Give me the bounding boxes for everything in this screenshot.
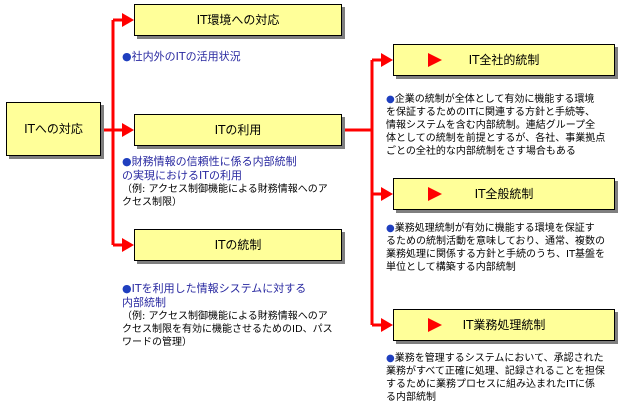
note-it-control: ●ITを利用した情報システムに対する 内部統制 （例: アクセス制御機能による財… bbox=[122, 282, 333, 349]
note-line: 単位として構築する内部統制 bbox=[386, 262, 516, 273]
note-line: 企業の統制が全体として有効に機能する環境 bbox=[394, 94, 595, 105]
note-line: るための統制活動を意味しており、通常、複数の bbox=[386, 236, 605, 247]
business-control-label: IT業務処理統制 bbox=[462, 318, 546, 332]
it-environment-label: IT環境への対応 bbox=[196, 13, 280, 27]
note-line: 業務処理に関係する方針と手続のうち、IT基盤を bbox=[386, 249, 606, 260]
note-it-environment: ●社内外のITの活用状況 bbox=[122, 50, 241, 64]
bullet-icon: ● bbox=[386, 223, 395, 234]
note-line: するために業務プロセスに組み込まれたITに係 bbox=[386, 379, 596, 390]
note-line: を保証するためのITに関連する方針と手続等、 bbox=[386, 107, 596, 118]
note-example-line: クセス制限） bbox=[122, 197, 182, 208]
note-line: の実現におけるITの利用 bbox=[122, 169, 242, 182]
note-line: 財務情報の信頼性に係る内部統制 bbox=[131, 155, 297, 168]
root-label: ITへの対応 bbox=[24, 122, 83, 136]
note-line: 業務処理統制が有効に機能する環境を保証す bbox=[394, 223, 595, 234]
note-line: 内部統制 bbox=[122, 296, 166, 309]
bullet-icon: ● bbox=[386, 353, 395, 364]
note-general-control: ●業務処理統制が有効に機能する環境を保証す るための統制活動を意味しており、通常… bbox=[386, 222, 605, 274]
it-control-box: ITの統制 bbox=[134, 229, 342, 261]
company-control-label: IT全社的統制 bbox=[468, 53, 540, 67]
root-box: ITへの対応 bbox=[6, 102, 101, 156]
note-line: ごとの全社的な内部統制をさす場合もある bbox=[386, 146, 576, 157]
note-it-use: ●財務情報の信頼性に係る内部統制 の実現におけるITの利用 （例: アクセス制御… bbox=[122, 155, 328, 209]
bullet-icon: ● bbox=[386, 94, 395, 105]
it-environment-box: IT環境への対応 bbox=[134, 4, 342, 36]
note-line: 業務を管理するシステムにおいて、承認された bbox=[394, 353, 604, 364]
play-arrow-icon bbox=[428, 318, 442, 332]
general-control-box: IT全般統制 bbox=[393, 178, 615, 210]
note-line: 体としての統制を前提とするが、各社、事業拠点 bbox=[386, 133, 606, 144]
play-arrow-icon bbox=[428, 53, 442, 67]
bullet-icon: ● bbox=[122, 50, 132, 63]
company-control-box: IT全社的統制 bbox=[393, 44, 615, 76]
it-use-box: ITの利用 bbox=[134, 114, 342, 146]
play-arrow-icon bbox=[428, 187, 442, 201]
note-line: 情報システムを含む内部統制。連結グループ全 bbox=[386, 120, 596, 131]
general-control-label: IT全般統制 bbox=[474, 187, 534, 201]
note-company-control: ●企業の統制が全体として有効に機能する環境 を保証するためのITに関連する方針と… bbox=[386, 93, 605, 158]
note-example-line: ワードの管理） bbox=[122, 337, 192, 348]
note-example-line: （例: アクセス制御機能による財務情報へのア bbox=[122, 311, 328, 322]
business-control-box: IT業務処理統制 bbox=[393, 309, 615, 341]
it-control-label: ITの統制 bbox=[214, 238, 262, 252]
note-example-line: クセス制限を有効に機能させるためのID、パス bbox=[122, 324, 333, 335]
note-business-control: ●業務を管理するシステムにおいて、承認された 業務がすべて正確に処理、記録される… bbox=[386, 352, 605, 404]
bullet-icon: ● bbox=[122, 282, 132, 295]
it-use-label: ITの利用 bbox=[214, 123, 262, 137]
note-line: ITを利用した情報システムに対する bbox=[131, 282, 307, 295]
note-example-line: （例: アクセス制御機能による財務情報へのア bbox=[122, 184, 328, 195]
bullet-icon: ● bbox=[122, 155, 132, 168]
note-line: る内部統制 bbox=[386, 392, 436, 403]
note-line: 業務がすべて正確に処理、記録されることを担保 bbox=[386, 366, 605, 377]
note-line: 社内外のITの活用状況 bbox=[131, 50, 241, 63]
